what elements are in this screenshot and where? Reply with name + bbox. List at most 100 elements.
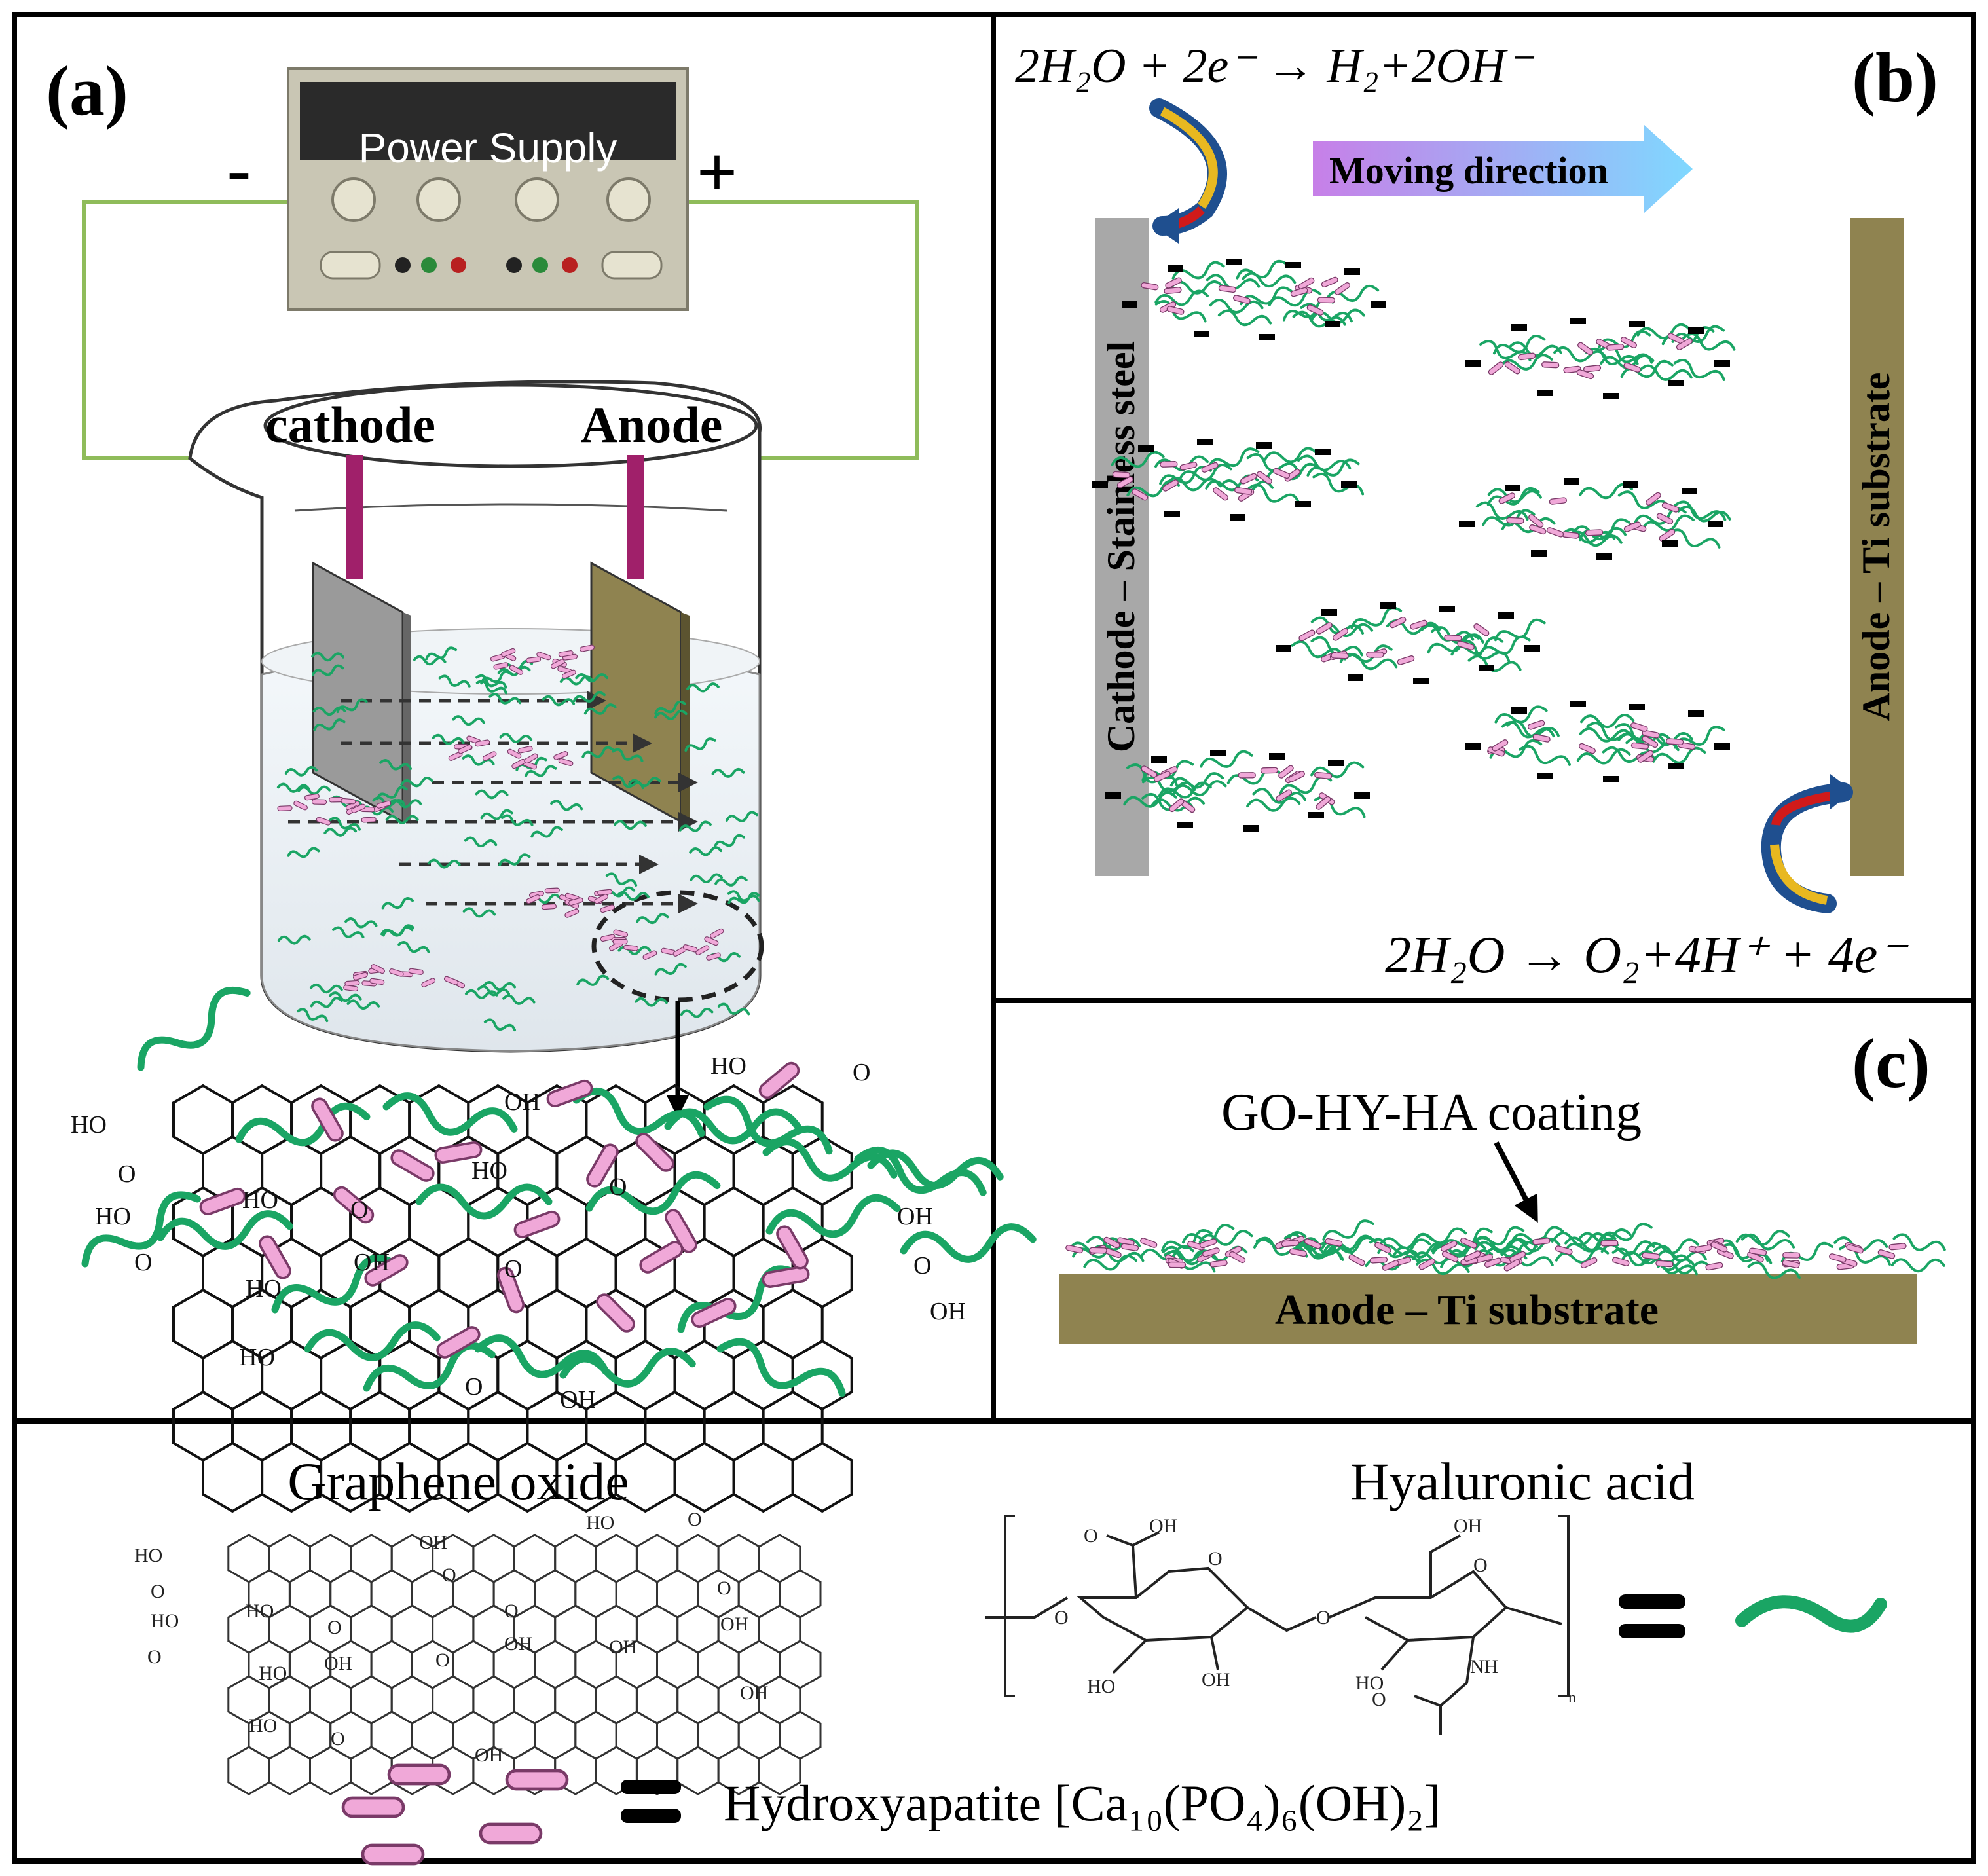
svg-text:OH: OH: [354, 1249, 390, 1276]
carbon-ring: [676, 1675, 720, 1725]
hyaluronic-strand: [703, 1095, 833, 1155]
negative-charge: [1344, 268, 1360, 275]
hyaluronic-strand: [1492, 334, 1546, 355]
carbon-ring: [697, 1710, 740, 1760]
hyaluronic-strand: [717, 1002, 750, 1016]
carbon-ring: [390, 1675, 434, 1725]
hydroxyapatite-rod: [1444, 635, 1462, 642]
svg-text:O: O: [151, 1581, 165, 1602]
hyaluronic-acid-group-labels: OH O O OH O O O HO OH HO NH O n: [1054, 1515, 1576, 1710]
carbon-ring: [656, 1640, 699, 1689]
hydroxyapatite-rod: [544, 887, 560, 894]
hyaluronic-strand: [480, 809, 513, 820]
negative-charge: [1226, 259, 1242, 265]
hyaluronic-strand: [1735, 1230, 1790, 1246]
hydroxyapatite-rod: [1153, 771, 1171, 782]
hydroxyapatite-rod: [369, 978, 385, 985]
carbon-ring: [350, 1534, 393, 1583]
hydroxyapatite-rod: [389, 968, 404, 977]
moving-direction-arrow: Moving direction: [1313, 124, 1693, 213]
hydroxyapatite-rod: [1877, 1249, 1896, 1259]
power-supply: Power Supply: [287, 67, 689, 311]
composite-group-labels: HO O OH HO O HO HO O OH HO O O OH O O HO…: [71, 1052, 966, 1414]
hydroxyapatite-rod: [1549, 497, 1567, 505]
carbon-ring: [350, 1746, 393, 1795]
negative-charge: [1168, 265, 1183, 272]
hyaluronic-strand: [716, 1338, 846, 1397]
hydroxyapatite-rod: [1440, 1240, 1458, 1252]
hyaluronic-strand: [1412, 1249, 1467, 1265]
hyaluronic-strand: [1086, 1235, 1141, 1251]
hyaluronic-strand: [678, 820, 712, 832]
hydroxyapatite-rod: [1623, 362, 1641, 373]
hyaluronic-strand: [287, 847, 320, 858]
cathode-reaction-arrow: [1149, 98, 1227, 244]
hydroxyapatite-rod: [1418, 1258, 1435, 1270]
carbon-ring: [732, 1135, 794, 1207]
hydroxyapatite-rod: [1229, 1251, 1246, 1264]
hydroxyapatite-rod: [541, 903, 557, 910]
hyaluronic-acid-strand-symbol: [1735, 1595, 1887, 1633]
negative-charge: [1259, 334, 1275, 340]
hydroxyapatite-rod: [1260, 767, 1279, 774]
hyaluronic-strand: [1111, 451, 1165, 468]
hydroxyapatite-rod: [1655, 1260, 1674, 1268]
hydroxyapatite-rod: [1382, 1260, 1399, 1271]
hyaluronic-strand: [382, 1092, 518, 1136]
hydroxyapatite-rod: [1694, 1244, 1712, 1253]
hydroxyapatite-rod: [1630, 722, 1648, 732]
carbon-ring: [432, 1604, 475, 1654]
hydroxyapatite-rod: [1314, 771, 1333, 779]
hydroxyapatite-rod: [1532, 1238, 1551, 1245]
hyaluronic-strand: [483, 1018, 517, 1032]
hydroxyapatite-rod: [1374, 1241, 1391, 1254]
cathode-reaction: 2H₂O + 2e⁻ → H₂+2OH⁻: [1015, 39, 1534, 93]
panel-frames: [12, 12, 1976, 1864]
hyaluronic-strand: [297, 785, 331, 796]
svg-text:O: O: [147, 1646, 162, 1668]
hydroxyapatite-rod: [507, 748, 522, 759]
hydroxyapatite-rod: [1656, 513, 1674, 525]
svg-text:OH: OH: [720, 1613, 748, 1635]
hyaluronic-strand: [727, 890, 760, 902]
carbon-ring: [290, 1390, 352, 1462]
hydroxyapatite-rod: [1460, 1237, 1477, 1249]
hyaluronic-strand: [1890, 1258, 1945, 1273]
hydroxyapatite-rod-symbols: [341, 1763, 569, 1866]
hyaluronic-strand: [686, 682, 720, 693]
hyaluronic-strand: [1159, 466, 1212, 485]
hydroxyapatite-rod: [387, 1763, 451, 1786]
knobs: [331, 177, 651, 222]
negative-charge: [1511, 324, 1527, 331]
carbon-ring: [758, 1746, 801, 1795]
carbon-ring: [737, 1569, 781, 1619]
hydroxyapatite-rod: [1306, 304, 1324, 316]
negative-charge: [1151, 756, 1167, 763]
hyaluronic-strand: [677, 1265, 802, 1333]
carbon-ring: [554, 1675, 597, 1725]
negative-charge: [1269, 753, 1285, 760]
hydroxyapatite-rod: [1316, 796, 1331, 810]
negative-charge: [1413, 678, 1429, 684]
hydroxyapatite-rod: [1749, 1247, 1767, 1256]
carbon-ring: [370, 1640, 413, 1689]
terminals: [395, 257, 578, 273]
hyaluronic-strand: [1473, 1236, 1528, 1252]
carbon-ring: [534, 1569, 577, 1619]
migrating-composite-clusters: [1092, 259, 1736, 832]
carbon-ring: [231, 1390, 293, 1462]
svg-text:O: O: [609, 1173, 627, 1201]
hyaluronic-strand: [1209, 298, 1264, 314]
hydroxyapatite-rod: [1580, 1257, 1598, 1268]
composite-hyaluronic-strands: [81, 986, 1037, 1397]
hydroxyapatite-rod: [361, 817, 377, 823]
carbon-ring: [350, 1675, 393, 1725]
carbon-ring: [595, 1534, 638, 1583]
hydroxyapatite-rod: [1348, 1254, 1365, 1266]
hyaluronic-strand: [900, 1223, 1037, 1263]
negative-charge: [1531, 550, 1547, 557]
zoom-circle: [591, 890, 764, 1002]
carbon-ring: [526, 1288, 588, 1360]
hydroxyapatite-rod: [706, 952, 721, 961]
hyaluronic-strand: [1350, 606, 1403, 630]
